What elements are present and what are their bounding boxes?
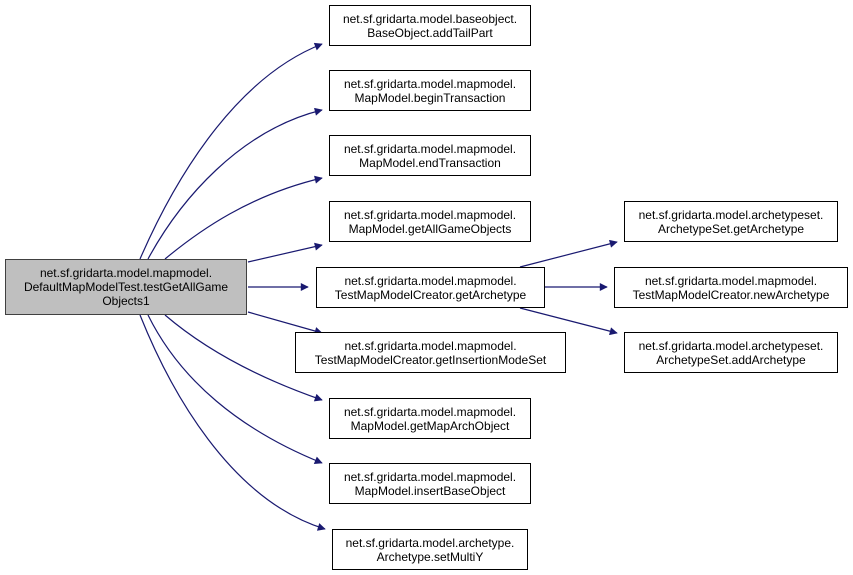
node-label-line: net.sf.gridarta.model.mapmodel.: [343, 207, 517, 222]
node-label-line: BaseObject.addTailPart: [367, 25, 493, 40]
node-label-line: net.sf.gridarta.model.mapmodel.: [343, 469, 517, 484]
edge-root-to-n4: [247, 242, 323, 263]
edge-root-to-n3: [164, 175, 323, 260]
edge-root-to-n9: [139, 314, 326, 531]
root-node[interactable]: net.sf.gridarta.model.mapmodel.DefaultMa…: [5, 259, 247, 315]
node-label-line: DefaultMapModelTest.testGetAllGame: [23, 280, 229, 294]
node-label-line: MapModel.insertBaseObject: [354, 483, 506, 498]
node-label-line: TestMapModelCreator.getArchetype: [334, 287, 527, 302]
node-label-line: MapModel.getMapArchObject: [350, 418, 510, 433]
node-label-line: MapModel.endTransaction: [359, 155, 501, 170]
call-node[interactable]: net.sf.gridarta.model.mapmodel.TestMapMo…: [614, 267, 848, 308]
node-label-line: Archetype.setMultiY: [376, 549, 484, 564]
node-label-line: Objects1: [102, 294, 150, 308]
node-label-line: MapModel.getAllGameObjects: [348, 221, 512, 236]
call-node[interactable]: net.sf.gridarta.model.mapmodel.TestMapMo…: [316, 267, 545, 308]
call-node[interactable]: net.sf.gridarta.model.mapmodel.MapModel.…: [329, 135, 531, 176]
call-node[interactable]: net.sf.gridarta.model.baseobject.BaseObj…: [329, 5, 531, 46]
call-node[interactable]: net.sf.gridarta.model.mapmodel.MapModel.…: [329, 201, 531, 242]
call-node[interactable]: net.sf.gridarta.model.mapmodel.MapModel.…: [329, 398, 531, 439]
node-label-line: net.sf.gridarta.model.mapmodel.: [344, 273, 517, 288]
node-label-line: TestMapModelCreator.newArchetype: [632, 287, 830, 302]
call-node[interactable]: net.sf.gridarta.model.archetypeset.Arche…: [624, 201, 838, 242]
node-label-line: net.sf.gridarta.model.mapmodel.: [343, 76, 517, 91]
node-label-line: net.sf.gridarta.model.archetypeset.: [638, 207, 824, 222]
node-label-line: net.sf.gridarta.model.mapmodel.: [644, 273, 818, 288]
edge-root-to-n2: [147, 107, 323, 260]
call-node[interactable]: net.sf.gridarta.model.archetype.Archetyp…: [332, 529, 528, 570]
node-label-line: net.sf.gridarta.model.mapmodel.: [343, 141, 517, 156]
call-node[interactable]: net.sf.gridarta.model.mapmodel.MapModel.…: [329, 463, 531, 504]
node-label-line: net.sf.gridarta.model.mapmodel.: [344, 338, 517, 353]
node-label-line: net.sf.gridarta.model.archetype.: [345, 535, 515, 550]
edge-root-to-n1: [139, 42, 323, 260]
node-label-line: net.sf.gridarta.model.mapmodel.: [39, 266, 213, 280]
edge-root-to-n6: [247, 311, 323, 335]
call-node[interactable]: net.sf.gridarta.model.mapmodel.MapModel.…: [329, 70, 531, 111]
node-label-line: ArchetypeSet.getArchetype: [657, 221, 805, 236]
call-node[interactable]: net.sf.gridarta.model.archetypeset.Arche…: [624, 332, 838, 373]
edge-n5-to-n12: [519, 307, 618, 336]
node-label-line: TestMapModelCreator.getInsertionModeSet: [314, 352, 547, 367]
call-node[interactable]: net.sf.gridarta.model.mapmodel.TestMapMo…: [295, 332, 566, 373]
edge-root-to-n8: [147, 314, 323, 465]
node-label-line: net.sf.gridarta.model.mapmodel.: [343, 404, 517, 419]
node-label-line: net.sf.gridarta.model.baseobject.: [342, 11, 518, 26]
node-label-line: net.sf.gridarta.model.archetypeset.: [638, 338, 824, 353]
edge-root-to-n7: [164, 314, 323, 402]
node-label-line: MapModel.beginTransaction: [354, 90, 506, 105]
node-label-line: ArchetypeSet.addArchetype: [656, 352, 806, 367]
edge-n5-to-n10: [519, 239, 618, 268]
